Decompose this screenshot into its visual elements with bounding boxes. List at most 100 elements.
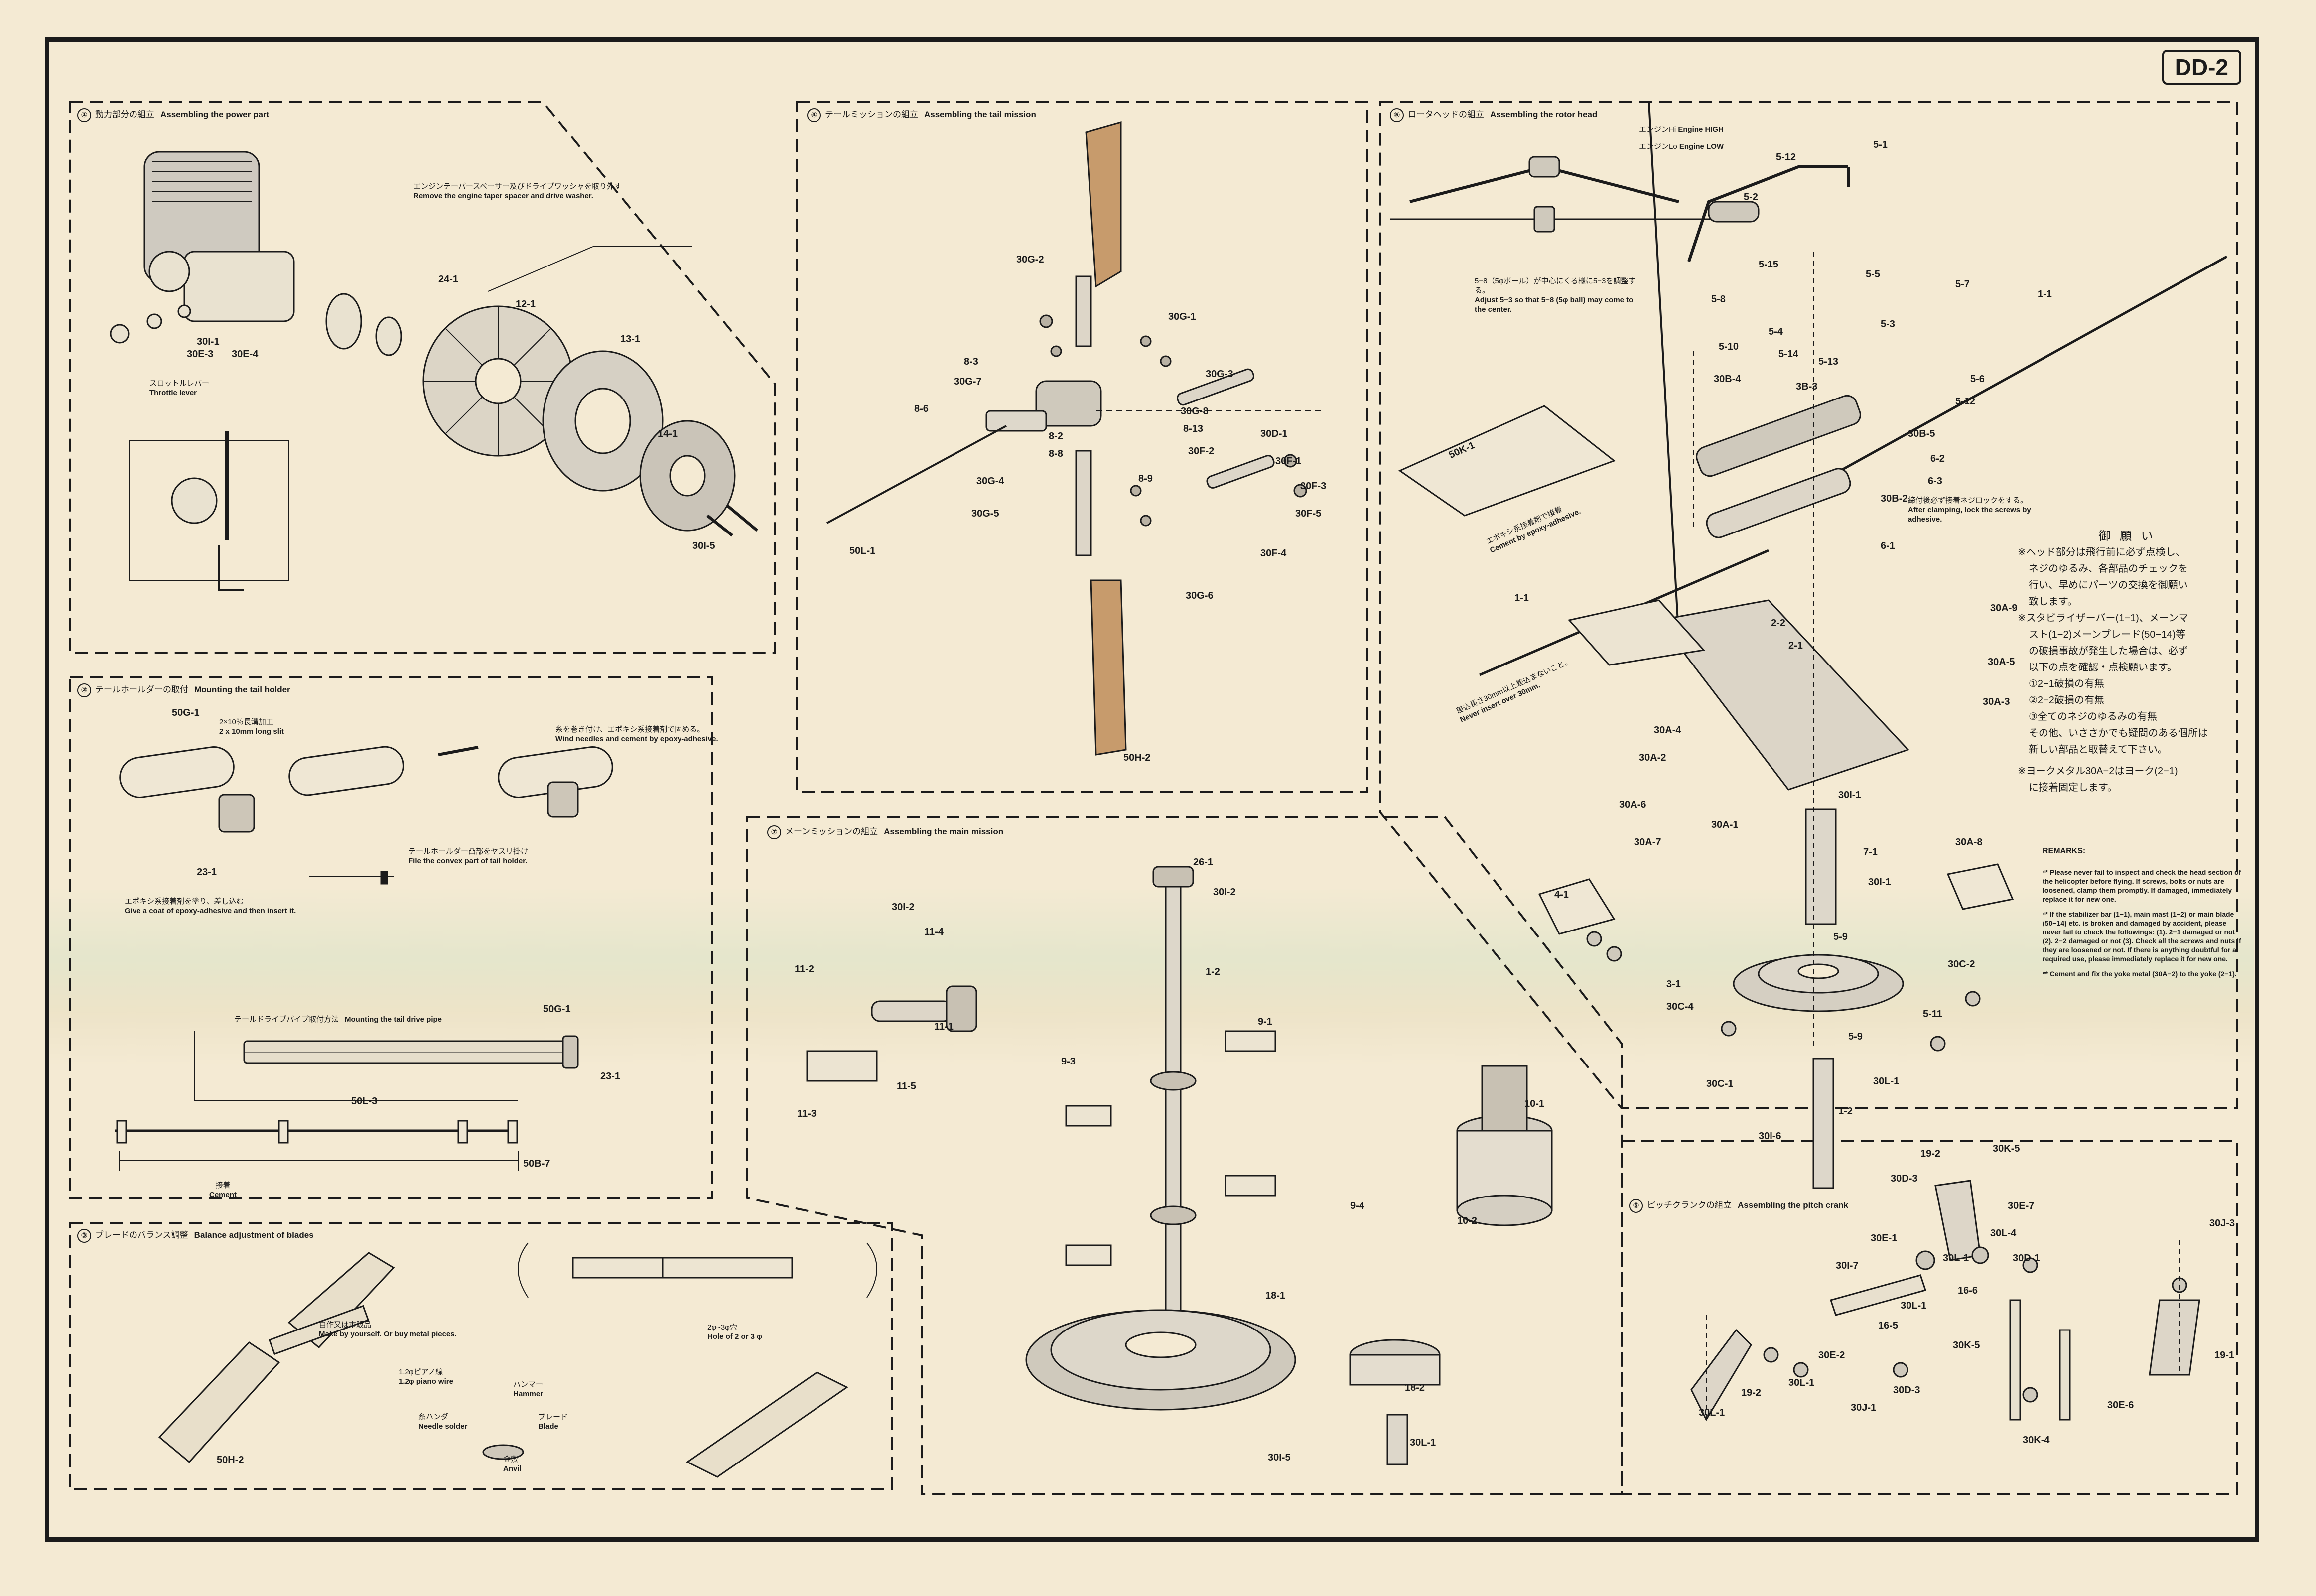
remarks-item: ** If the stabilizer bar (1−1), main mas… bbox=[2043, 910, 2241, 963]
spacer-note: エンジンテーパースペーサー及びドライブワッシャを取り外す Remove the … bbox=[413, 182, 622, 201]
part-label: 5-10 bbox=[1719, 341, 1739, 352]
part-label: 1-1 bbox=[1514, 593, 1529, 604]
part-label: 30C-1 bbox=[1706, 1078, 1734, 1089]
panel-3-number: ③ bbox=[77, 1229, 91, 1243]
panel-2-title-jp: テールホールダーの取付 bbox=[95, 685, 188, 694]
part-label: 5-13 bbox=[1818, 356, 1839, 367]
panel-1-title-en: Assembling the power part bbox=[160, 110, 270, 119]
hammer-note: ハンマー Hammer bbox=[513, 1380, 543, 1399]
blade-note-en: Blade bbox=[538, 1422, 558, 1431]
needle-note: 糸ハンダ Needle solder bbox=[418, 1412, 467, 1431]
file-note-en: File the convex part of tail holder. bbox=[409, 857, 528, 865]
panel-2-frame bbox=[69, 676, 713, 1199]
part-label: 12-1 bbox=[516, 299, 536, 310]
part-label: 26-1 bbox=[1193, 857, 1214, 868]
part-label: 11-4 bbox=[924, 927, 944, 937]
part-label: 5-2 bbox=[1744, 192, 1758, 203]
part-label: 2-1 bbox=[1788, 640, 1803, 651]
engine-drawing bbox=[110, 151, 758, 591]
remarks-block: REMARKS: ** Please never fail to inspect… bbox=[2043, 847, 2242, 984]
cement-note-jp: 接着 bbox=[215, 1181, 231, 1190]
part-label: 5-1 bbox=[1873, 139, 1888, 150]
remarks-item: ** Cement and fix the yoke metal (30A−2)… bbox=[2043, 970, 2237, 978]
part-label: 30L-1 bbox=[1873, 1076, 1900, 1087]
part-label: 11-3 bbox=[797, 1108, 817, 1119]
caution-line: 以下の点を確認・点検願います。 bbox=[2029, 662, 2177, 673]
part-label: 11-2 bbox=[795, 964, 814, 975]
part-label: 7-1 bbox=[1863, 847, 1878, 858]
part-label: 6-1 bbox=[1881, 540, 1895, 551]
caution-line: ネジのゆるみ、各部品のチェックを bbox=[2029, 563, 2188, 574]
part-label: 30C-2 bbox=[1948, 959, 1975, 970]
part-label: 30B-2 bbox=[1881, 493, 1908, 504]
slit-note-jp: 2×10％長溝加工 bbox=[219, 718, 273, 726]
main-mission-drawing bbox=[806, 866, 1553, 1465]
panel-2-number: ② bbox=[77, 683, 91, 697]
part-label: 30I-7 bbox=[1836, 1260, 1859, 1271]
caution-line: ①2−1破損の有無 bbox=[2029, 678, 2104, 689]
part-label: 8-13 bbox=[1183, 423, 1204, 434]
part-label: 30G-1 bbox=[1168, 311, 1196, 322]
blade-note-jp: ブレード bbox=[538, 1413, 568, 1421]
hole-note: 2φ~3φ穴 Hole of 2 or 3 φ bbox=[707, 1323, 762, 1341]
caution-block: 御 願 い ※ヘッド部分は飛行前に必ず点検し、 ネジのゆるみ、各部品のチェックを… bbox=[2018, 528, 2237, 796]
part-label: 30E-1 bbox=[1871, 1233, 1898, 1244]
caution-line: 致します。 bbox=[2029, 596, 2077, 607]
hole-note-jp: 2φ~3φ穴 bbox=[707, 1323, 737, 1331]
panel-1-frame bbox=[69, 101, 776, 654]
part-label: 50L-1 bbox=[849, 545, 876, 556]
sheet-border bbox=[45, 37, 2259, 1542]
panel-7-title-en: Assembling the main mission bbox=[884, 827, 1004, 836]
part-label: 30L-1 bbox=[1410, 1437, 1436, 1448]
part-label: 6-2 bbox=[1930, 453, 1945, 464]
engine-hi-note: エンジンHi Engine HIGH bbox=[1639, 125, 1724, 134]
part-label: 24-1 bbox=[438, 274, 459, 285]
anvil-note-jp: 金敷 bbox=[503, 1455, 519, 1463]
part-label: 50L-3 bbox=[351, 1096, 378, 1107]
tail-mission-drawing bbox=[826, 121, 1325, 756]
part-label: 30K-4 bbox=[2023, 1435, 2050, 1446]
panel-5-number: ⑤ bbox=[1390, 108, 1404, 122]
part-label: 5-11 bbox=[1923, 1009, 1942, 1020]
rotor-head-drawing bbox=[1390, 102, 2228, 1189]
panel-7-number: ⑦ bbox=[767, 825, 781, 839]
lock-note: 締付後必ず接着ネジロックをする。 After clamping, lock th… bbox=[1908, 496, 2062, 524]
part-label: 30L-1 bbox=[1788, 1377, 1815, 1388]
part-label: 30I-1 bbox=[1868, 877, 1891, 888]
part-label: 18-2 bbox=[1405, 1382, 1425, 1393]
part-label: 30A-9 bbox=[1990, 603, 2018, 614]
part-label: 30D-1 bbox=[1260, 428, 1288, 439]
part-label: 30I-6 bbox=[1759, 1131, 1781, 1142]
part-label: 5-5 bbox=[1866, 269, 1880, 280]
part-label: 23-1 bbox=[197, 867, 217, 878]
part-label: 6-3 bbox=[1928, 476, 1942, 487]
part-label: 30G-2 bbox=[1016, 254, 1044, 265]
panel-7-frame bbox=[746, 816, 1623, 1495]
part-label: 30A-1 bbox=[1711, 819, 1739, 830]
part-label: 30F-4 bbox=[1260, 548, 1287, 559]
engine-hi-jp: エンジンHi bbox=[1639, 125, 1676, 133]
part-label: 30A-2 bbox=[1639, 752, 1666, 763]
part-label: 50B-7 bbox=[523, 1158, 550, 1169]
wind-note-jp: 糸を巻き付け、エポキシ系接着剤で固める。 bbox=[555, 725, 705, 734]
throttle-note: スロットルレバー Throttle lever bbox=[149, 379, 209, 398]
throttle-note-en: Throttle lever bbox=[149, 389, 197, 397]
part-label: 30A-4 bbox=[1654, 725, 1681, 736]
part-label: 5-3 bbox=[1881, 319, 1895, 330]
panel-4-frame bbox=[796, 101, 1368, 793]
caution-line: その他、いささかでも疑問のある個所は bbox=[2029, 728, 2208, 739]
caution-line: 行い、早めにパーツの交換を御願い bbox=[2029, 580, 2188, 591]
adjust-note: 5−8（5φボール）が中心にくる様に5−3を調整する。 Adjust 5−3 s… bbox=[1475, 276, 1639, 314]
engine-lo-jp: エンジンLo bbox=[1639, 142, 1677, 151]
slit-note: 2×10％長溝加工 2 x 10mm long slit bbox=[219, 717, 284, 736]
panel-5-title-jp: ロータヘッドの組立 bbox=[1408, 110, 1484, 119]
page-code: DD-2 bbox=[2162, 50, 2241, 85]
part-label: 30F-5 bbox=[1295, 508, 1322, 519]
part-label: 30E-7 bbox=[2008, 1200, 2035, 1211]
engine-lo-note: エンジンLo Engine LOW bbox=[1639, 142, 1724, 151]
part-label: 30A-7 bbox=[1634, 837, 1661, 848]
part-label: 8-2 bbox=[1049, 431, 1063, 442]
